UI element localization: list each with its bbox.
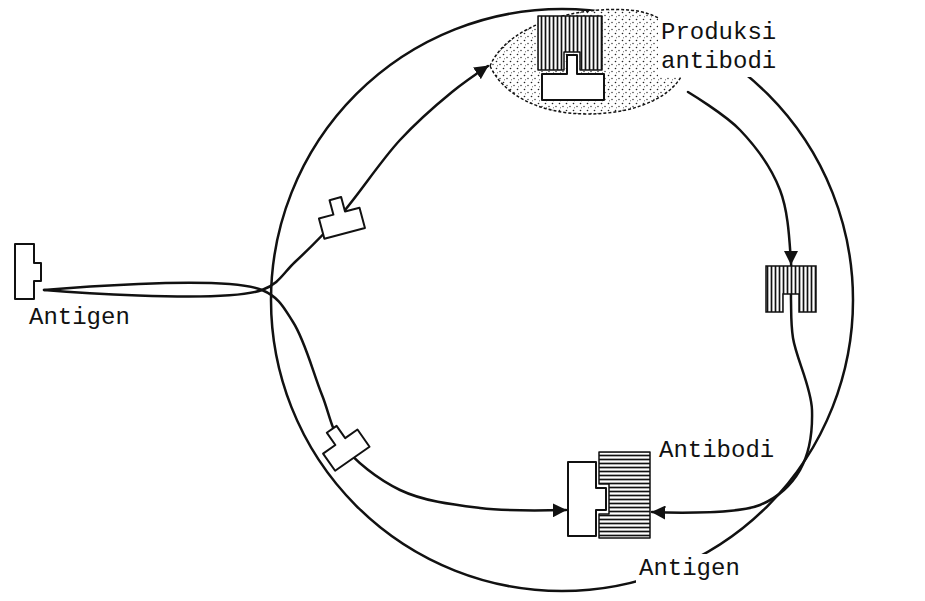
- cell-base: [490, 9, 686, 114]
- antigen-antibody-complex: AntibodiAntigen: [566, 450, 652, 540]
- antigen-shape: [15, 244, 41, 299]
- plasma-cell: Produksi antibodi: [488, 4, 688, 116]
- antigen-shape: [542, 55, 604, 100]
- arrow-head: [784, 251, 798, 265]
- antibody-shape: [766, 266, 816, 312]
- antigen-figure: Antigen: [14, 243, 44, 301]
- antigen-shape: [315, 193, 365, 239]
- node-label: Antibodi: [656, 436, 777, 465]
- node-figure: [14, 243, 44, 301]
- connector-arrow: [652, 92, 812, 513]
- antibody-base: [766, 266, 816, 312]
- node-label: Antigen: [636, 554, 743, 583]
- node-label: Produksi antibodi: [658, 18, 788, 77]
- connector-arrow: [44, 66, 488, 296]
- plasma-cell-blob: [490, 9, 686, 114]
- antigen-shape: [314, 417, 369, 471]
- node-label: Antigen: [26, 303, 133, 332]
- cell-circle: [271, 9, 853, 591]
- antigen-shape: [568, 462, 606, 536]
- node-figure: [566, 450, 652, 540]
